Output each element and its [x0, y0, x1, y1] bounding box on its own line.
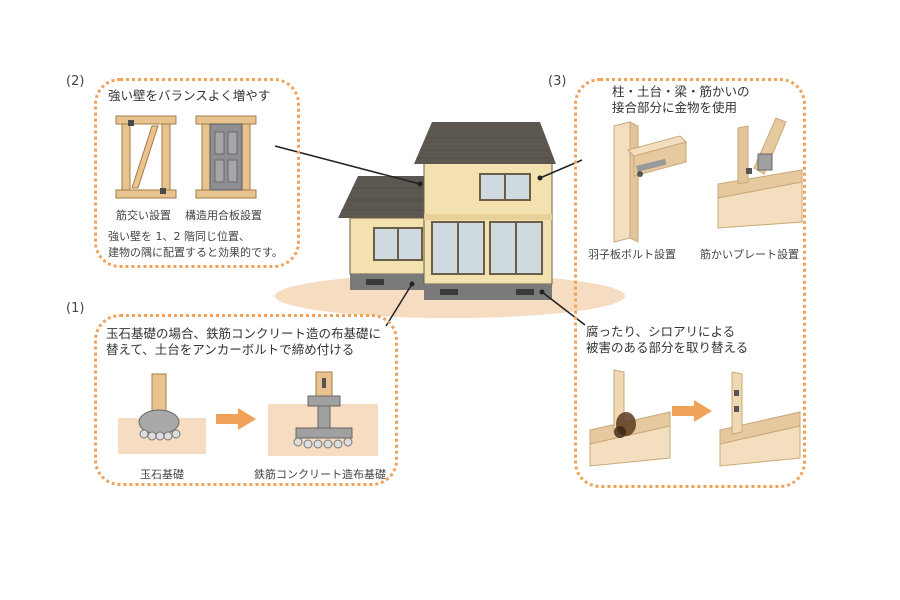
section2-caption-a: 筋交い設置 — [116, 207, 171, 223]
section1-heading-line2: 替えて、土台をアンカーボルトで締め付ける — [106, 342, 354, 358]
brace-plate-icon — [718, 118, 802, 228]
section2-number: (2) — [66, 74, 84, 89]
change-arrow — [216, 408, 256, 430]
hagoita-bolt-icon — [600, 122, 686, 242]
section1-caption-a: 玉石基礎 — [140, 466, 184, 482]
section1-caption-b: 鉄筋コンクリート造布基礎 — [254, 466, 386, 482]
section2-note-line1: 強い壁を 1、2 階同じ位置、 — [108, 229, 250, 245]
concrete-foundation-icon — [268, 372, 378, 456]
section3-number: (3) — [548, 74, 566, 89]
section4-heading-line1: 腐ったり、シロアリによる — [586, 324, 735, 340]
replaced-joint-icon — [720, 370, 800, 466]
section2-note-line2: 建物の隅に配置すると効果的です。 — [108, 245, 283, 261]
rotten-joint-icon — [590, 370, 670, 466]
plywood-wall-icon — [196, 116, 256, 198]
section2-heading: 強い壁をバランスよく増やす — [108, 88, 270, 104]
left-roof — [338, 176, 432, 218]
section3-caption-a: 羽子板ボルト設置 — [588, 246, 676, 262]
left-foundation — [350, 274, 430, 290]
section3-caption-b: 筋かいプレート設置 — [700, 246, 799, 262]
replace-arrow — [672, 400, 712, 422]
stone-foundation-icon — [118, 374, 206, 454]
section3-heading-line1: 柱・土台・梁・筋かいの — [612, 84, 750, 100]
section4-heading-line2: 被害のある部分を取り替える — [586, 340, 748, 356]
section3-heading-line2: 接合部分に金物を使用 — [612, 100, 737, 116]
section1-heading-line1: 玉石基礎の場合、鉄筋コンクリート造の布基礎に — [106, 326, 381, 342]
brace-wall-icon — [116, 116, 176, 198]
section1-number: (1) — [66, 301, 84, 316]
section2-caption-b: 構造用合板設置 — [185, 207, 262, 223]
